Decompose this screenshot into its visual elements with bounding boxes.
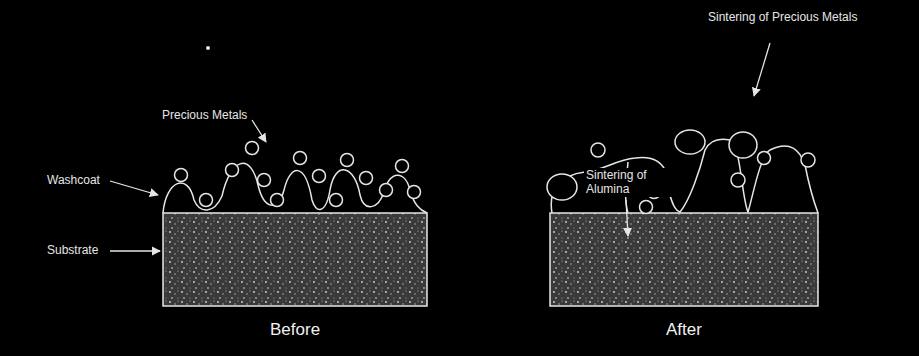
substrate-block	[550, 213, 818, 306]
panel-title: After	[664, 320, 704, 340]
callout-label: Substrate	[45, 243, 100, 257]
metal-particles	[175, 142, 421, 207]
washcoat-line	[163, 163, 427, 213]
stray-dot	[206, 46, 210, 50]
substrate-block	[163, 213, 427, 306]
callout-label: Sintering of Alumina	[584, 168, 672, 197]
metal-particles	[547, 130, 815, 214]
callout-label: Washcoat	[45, 173, 102, 187]
callout-label: Sintering of Precious Metals	[706, 10, 862, 24]
panel-title: Before	[268, 320, 322, 340]
leader-arrow	[110, 43, 770, 251]
callout-label: Precious Metals	[160, 108, 249, 122]
